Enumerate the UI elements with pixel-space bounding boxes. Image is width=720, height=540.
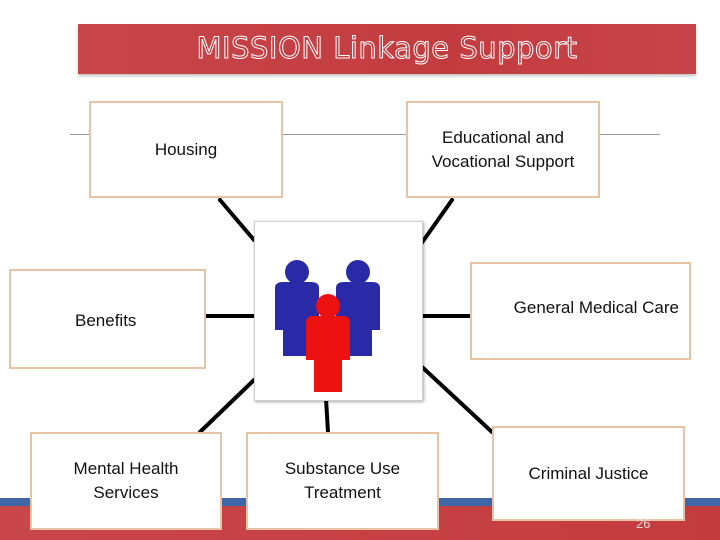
criminal-justice-box: Criminal Justice <box>492 426 685 521</box>
page-title: MISSION Linkage Support <box>196 31 578 66</box>
people-group-panel <box>254 221 423 401</box>
connector-substance-use <box>324 397 330 434</box>
connector-housing <box>218 198 256 242</box>
general-medical-label: General Medical Care <box>513 298 679 317</box>
divider-line-right <box>600 134 660 135</box>
criminal-justice-label: Criminal Justice <box>528 463 649 483</box>
substance-use-box: Substance Use Treatment <box>246 432 439 530</box>
educational-vocational-box: Educational and Vocational Support <box>406 101 600 198</box>
people-group-icon <box>275 260 380 392</box>
general-medical-box: General Medical Care <box>470 262 691 360</box>
connector-criminal-justice <box>419 364 494 434</box>
page-number: 26 <box>636 516 651 531</box>
connector-mental-health <box>198 378 256 434</box>
housing-label: Housing <box>154 139 218 159</box>
educational-vocational-label: Educational and Vocational Support <box>431 127 575 171</box>
connector-educational <box>419 198 454 246</box>
divider-line-middle <box>282 134 408 135</box>
title-banner: MISSION Linkage Support <box>78 24 696 74</box>
benefits-label: Benefits <box>75 311 137 330</box>
mental-health-label: Mental Health Services <box>73 459 179 502</box>
divider-line-left <box>70 134 92 135</box>
housing-box: Housing <box>89 101 283 198</box>
benefits-box: Benefits <box>9 269 206 369</box>
mental-health-box: Mental Health Services <box>30 432 222 530</box>
substance-use-label: Substance Use Treatment <box>284 459 401 502</box>
